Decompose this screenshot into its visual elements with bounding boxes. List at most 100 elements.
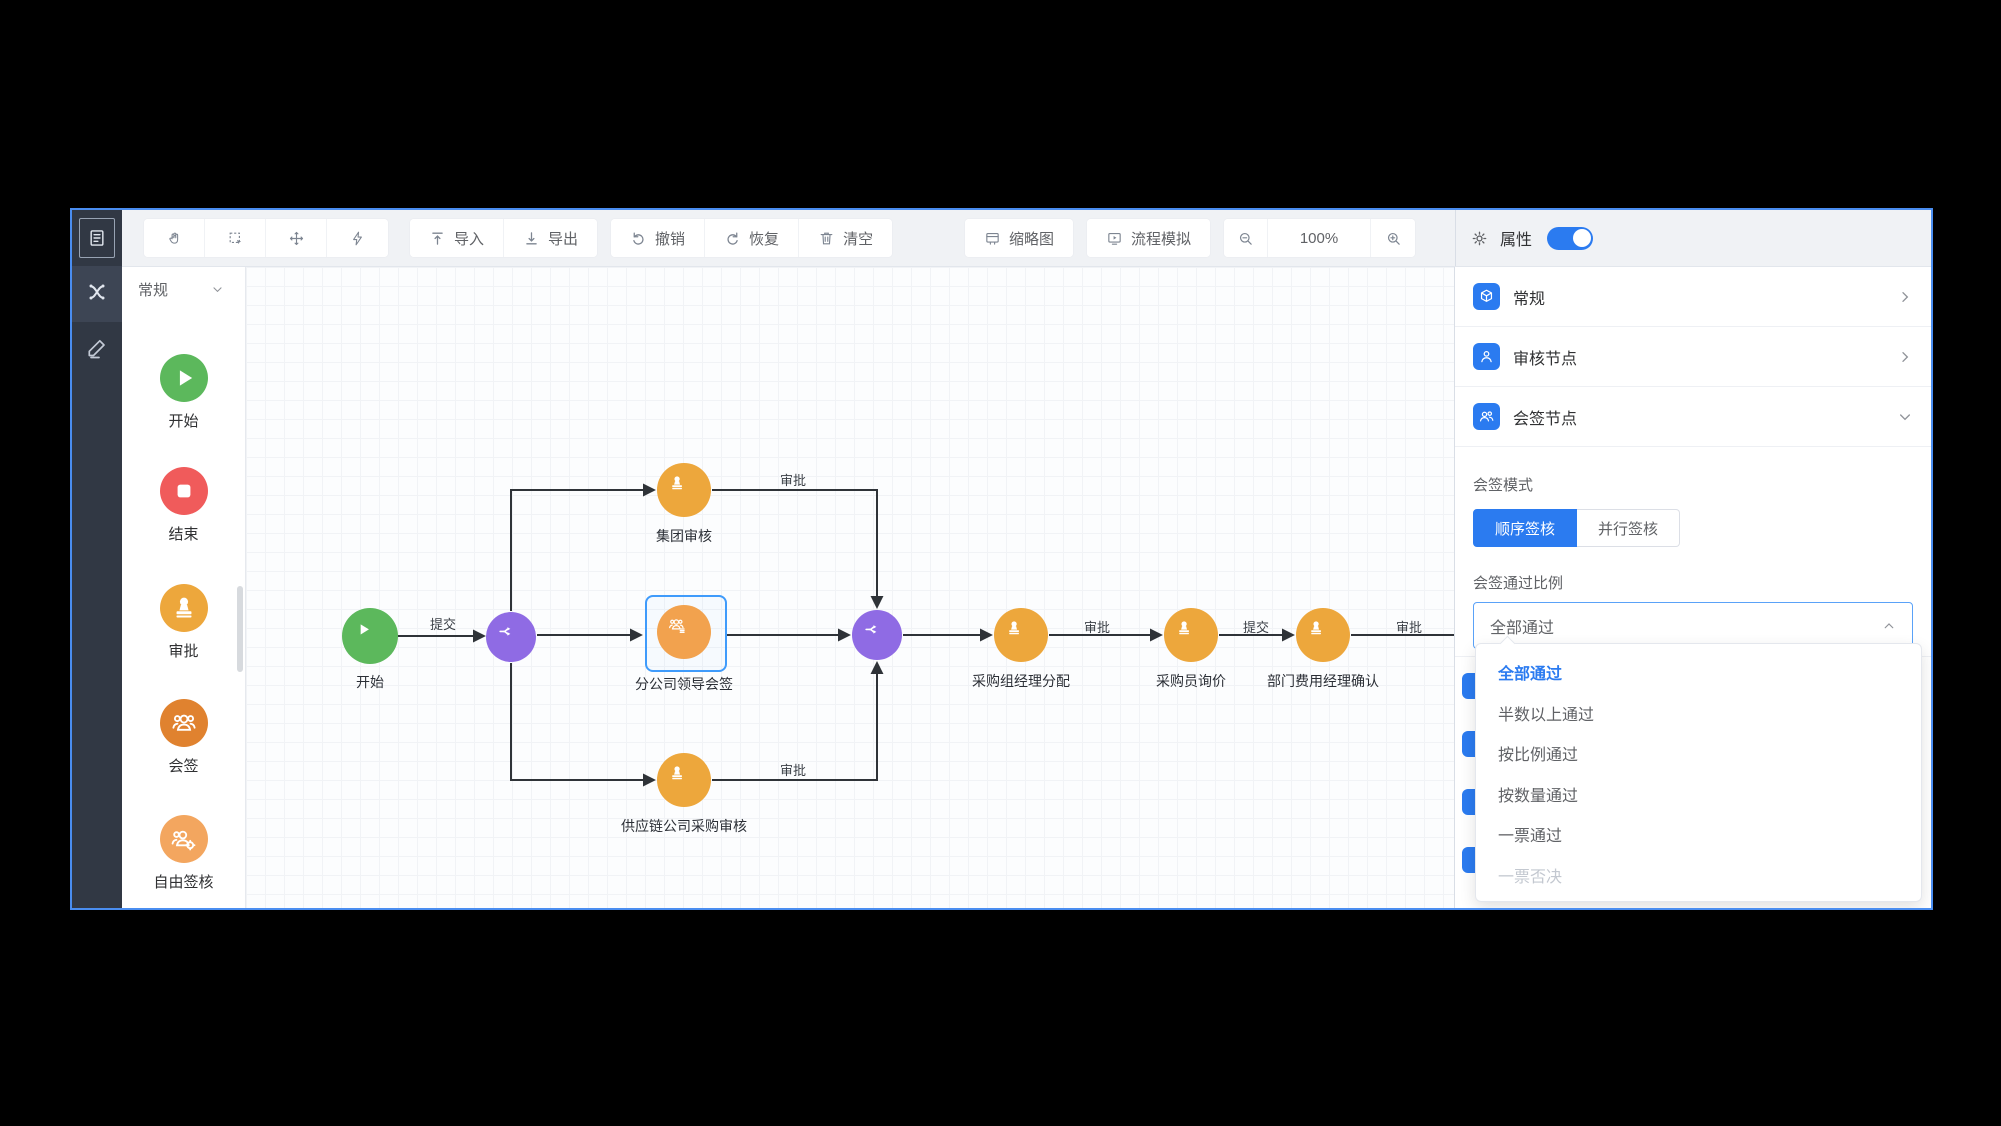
simulate-button[interactable]: 流程模拟	[1086, 219, 1210, 257]
palette-item-0[interactable]: 开始	[122, 354, 245, 431]
redo-label: 恢复	[749, 230, 780, 248]
dropdown-option-1[interactable]: 半数以上通过	[1498, 706, 1595, 724]
edge-label: 审批	[1083, 620, 1111, 635]
zoom-in-button[interactable]	[1371, 219, 1415, 257]
panel-section-label: 常规	[1513, 290, 1546, 308]
palette-item-2[interactable]: 审批	[122, 584, 245, 661]
stamp-icon	[1005, 619, 1036, 650]
undo-button[interactable]: 撤销	[611, 219, 706, 257]
clear-label: 清空	[843, 230, 874, 248]
node-selection-box	[645, 595, 727, 672]
flow-node-采购员询价[interactable]	[1164, 608, 1218, 662]
main-area: 导入 导出 撤销 恢复	[122, 210, 1931, 908]
palette-item-1[interactable]: 结束	[122, 467, 245, 544]
split-icon	[497, 623, 526, 652]
dropdown-option-3[interactable]: 按数量通过	[1498, 787, 1579, 805]
undo-icon	[630, 230, 647, 247]
import-label: 导入	[454, 230, 485, 248]
activitybar-item-0[interactable]	[72, 210, 122, 266]
stamp-icon	[1175, 619, 1206, 650]
chevron-down-icon	[1897, 409, 1913, 425]
dropdown-option-2[interactable]: 按比例通过	[1498, 747, 1579, 765]
pass-ratio-label: 会签通过比例	[1473, 575, 1564, 592]
dropdown-option-4[interactable]: 一票通过	[1498, 828, 1563, 846]
import-button[interactable]: 导入	[410, 219, 505, 257]
sequential-sign-button[interactable]: 顺序签核	[1473, 509, 1578, 547]
dropdown-option-5: 一票否决	[1498, 868, 1563, 886]
activitybar-item-2[interactable]	[72, 322, 122, 378]
flow-node-采购组经理分配[interactable]	[994, 608, 1048, 662]
toolbar: 导入 导出 撤销 恢复	[122, 210, 1455, 266]
redo-icon	[724, 230, 741, 247]
properties-toggle[interactable]	[1547, 226, 1594, 250]
content-row: 常规 开始结束审批会签自由签核 提交审批审批审批提交审批开始集团审核分公司领导会…	[122, 267, 1931, 908]
chevron-right-icon	[1897, 289, 1913, 305]
export-label: 导出	[548, 230, 579, 248]
node-label: 分公司领导会签	[635, 676, 733, 692]
user-icon	[1473, 343, 1500, 370]
tool-button-lightning-icon[interactable]	[327, 219, 388, 257]
lightning-icon	[349, 230, 366, 247]
flow-designer-window: 导入 导出 撤销 恢复	[70, 208, 1933, 910]
pass-ratio-dropdown: 全部通过半数以上通过按比例通过按数量通过一票通过一票否决	[1475, 643, 1922, 902]
activitybar-item-1[interactable]	[72, 266, 122, 322]
node-label: 采购员询价	[1156, 673, 1226, 689]
tool-button-move-icon[interactable]	[266, 219, 327, 257]
panel-section-label: 审核节点	[1513, 350, 1578, 368]
panel-section-label: 会签节点	[1513, 410, 1578, 428]
edge-label: 审批	[779, 763, 807, 778]
tool-button-marquee-select-icon[interactable]	[205, 219, 266, 257]
pan-hand-icon	[166, 230, 183, 247]
panel-section-2[interactable]: 会签节点	[1455, 387, 1931, 447]
flow-canvas[interactable]: 提交审批审批审批提交审批开始集团审核分公司领导会签供应链公司采购审核采购组经理分…	[246, 267, 1454, 908]
zoom-level: 100%	[1268, 219, 1371, 257]
panel-section-1[interactable]: 审核节点	[1455, 327, 1931, 387]
node-label: 采购组经理分配	[972, 673, 1070, 689]
palette-item-label: 审批	[168, 643, 199, 660]
split-icon	[863, 621, 892, 650]
pass-ratio-select[interactable]: 全部通过	[1473, 602, 1913, 649]
chevron-down-icon	[211, 283, 224, 296]
dropdown-option-0[interactable]: 全部通过	[1498, 666, 1563, 684]
parallel-sign-button[interactable]: 并行签核	[1577, 509, 1681, 547]
flow-node-集团审核[interactable]	[657, 463, 711, 517]
flow-node-供应链公司采购审核[interactable]	[657, 753, 711, 807]
palette-category-header[interactable]: 常规	[138, 279, 224, 300]
download-icon	[523, 230, 540, 247]
play-icon	[354, 620, 386, 652]
top-row: 导入 导出 撤销 恢复	[122, 210, 1931, 267]
flow-edges	[398, 483, 1454, 787]
palette-scrollbar-thumb[interactable]	[237, 586, 243, 672]
move-icon	[288, 230, 305, 247]
clear-button[interactable]: 清空	[799, 219, 893, 257]
flow-node-gateway[interactable]	[486, 612, 536, 662]
palette-item-label: 自由签核	[153, 874, 214, 891]
tool-button-pan-hand-icon[interactable]	[144, 219, 205, 257]
node-label: 开始	[356, 674, 384, 690]
group-list-icon	[668, 616, 699, 647]
group-gear-icon	[159, 815, 208, 863]
node-label: 供应链公司采购审核	[621, 818, 747, 834]
zoom-out-button[interactable]	[1224, 219, 1268, 257]
node-label: 集团审核	[656, 528, 712, 544]
simulate-icon	[1106, 230, 1123, 247]
designer-icon	[85, 280, 109, 309]
flow-node-分公司领导会签[interactable]	[657, 605, 711, 659]
gear-icon	[1470, 229, 1489, 248]
palette-item-3[interactable]: 会签	[122, 699, 245, 776]
export-button[interactable]: 导出	[504, 219, 598, 257]
palette-item-4[interactable]: 自由签核	[122, 815, 245, 892]
properties-header: 属性	[1455, 210, 1931, 266]
thumbnail-button[interactable]: 缩略图	[964, 219, 1073, 257]
stop-icon	[159, 467, 208, 515]
group-icon	[159, 699, 208, 747]
thumbnail-group: 缩略图	[964, 219, 1073, 257]
panel-section-0[interactable]: 常规	[1455, 267, 1931, 327]
simulate-label: 流程模拟	[1130, 230, 1191, 248]
redo-button[interactable]: 恢复	[705, 219, 800, 257]
flow-node-开始[interactable]	[342, 608, 398, 664]
flow-node-部门费用经理确认[interactable]	[1296, 608, 1350, 662]
undo-label: 撤销	[655, 230, 686, 248]
tool-icon-group	[144, 219, 388, 257]
flow-node-gateway[interactable]	[852, 610, 902, 660]
